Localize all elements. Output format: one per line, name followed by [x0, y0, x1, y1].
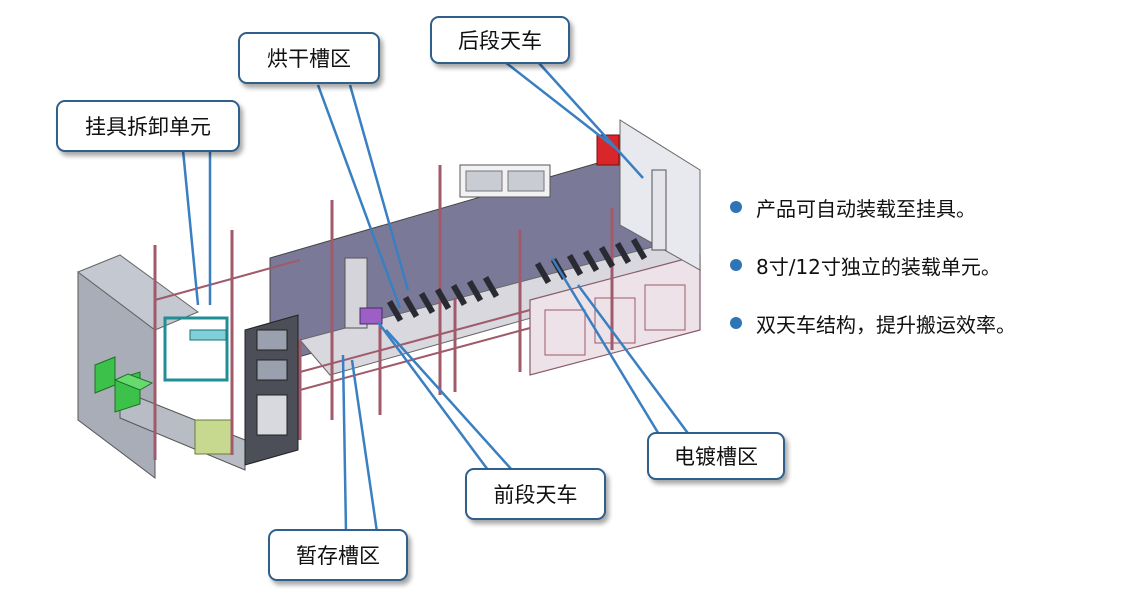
- bullet-dot-icon: [730, 201, 742, 213]
- label-front-crane: 前段天车: [465, 468, 606, 520]
- unload-unit-beam: [189, 329, 227, 341]
- bullet-dot-icon: [730, 317, 742, 329]
- label-drying-tank: 烘干槽区: [238, 32, 380, 84]
- feature-item: 双天车结构，提升搬运效率。: [730, 294, 1130, 352]
- label-buffer-tank: 暂存槽区: [268, 529, 408, 581]
- frame-beams: [154, 259, 531, 391]
- frame-uprights: [153, 165, 614, 460]
- upper-rack-inner: [507, 170, 545, 192]
- feature-text: 产品可自动装载至挂具。: [756, 196, 976, 221]
- storage-grid: [194, 419, 234, 455]
- unload-unit-frame: [163, 316, 229, 382]
- tank-opening: [544, 309, 586, 356]
- feature-text: 8寸/12寸独立的装载单元。: [756, 254, 1001, 279]
- feature-text: 双天车结构，提升搬运效率。: [756, 312, 1016, 337]
- product-racks: [386, 237, 648, 323]
- tank-opening: [644, 284, 686, 331]
- rear-crane-mast: [651, 169, 667, 251]
- tank-opening: [594, 297, 636, 344]
- control-screen: [256, 359, 288, 381]
- feature-list: 产品可自动装载至挂具。 8寸/12寸独立的装载单元。 双天车结构，提升搬运效率。: [730, 178, 1130, 352]
- control-panel: [256, 394, 288, 436]
- label-rear-crane: 后段天车: [430, 16, 570, 64]
- upper-rack-inner: [465, 170, 503, 192]
- bullet-dot-icon: [730, 259, 742, 271]
- feature-item: 8寸/12寸独立的装载单元。: [730, 236, 1130, 294]
- front-crane-carriage: [359, 307, 383, 325]
- leader-lines: [181, 61, 692, 533]
- label-plating-tank: 电镀槽区: [647, 432, 785, 480]
- feature-item: 产品可自动装载至挂具。: [730, 178, 1130, 236]
- green-cabinet-top: [113, 373, 154, 391]
- label-unload-unit: 挂具拆卸单元: [56, 100, 240, 152]
- control-screen: [256, 329, 288, 351]
- left-enclosure-top: [76, 254, 200, 331]
